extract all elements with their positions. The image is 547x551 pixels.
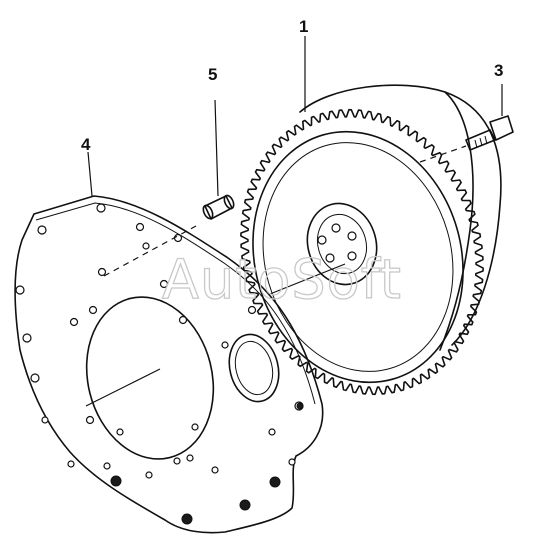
plate-hole [159, 279, 169, 289]
plate-hole [67, 460, 75, 468]
flywheel-axis-line [269, 263, 346, 295]
plate-hole [30, 373, 40, 383]
flywheel [240, 84, 502, 396]
plate-hole [15, 285, 25, 295]
bolt-alignment-line [419, 145, 467, 163]
watermark-text: AutoSoft [162, 248, 402, 311]
callout-4: 4 [81, 135, 91, 154]
ring-gear-tooth-profile [240, 108, 484, 396]
leader-dowel [214, 99, 219, 197]
bolt-thread [474, 139, 478, 149]
bore-axis-line [85, 368, 161, 407]
plate-center-bore [85, 296, 215, 460]
plate-hole [96, 203, 106, 213]
flywheel-face-outer [252, 130, 464, 384]
plate-hole [142, 242, 150, 250]
leader-plate [87, 151, 93, 197]
plate-hole [88, 305, 98, 315]
plate-stud [239, 499, 251, 511]
bolt-thread [479, 137, 483, 147]
flywheel-rim-side [439, 91, 474, 351]
plate-hole [85, 415, 95, 425]
flywheel-bolt [419, 84, 514, 163]
plate-hole [186, 454, 194, 462]
plate-hole [97, 267, 107, 277]
hub-bolt-hole [347, 231, 357, 241]
plate-hole [268, 428, 276, 436]
plate-hole [145, 471, 153, 479]
plate-stud [269, 476, 281, 488]
dowel-pin [202, 99, 235, 220]
callout-1: 1 [299, 17, 308, 36]
plate-bolt-holes [15, 203, 304, 525]
plate-hole [288, 458, 296, 466]
flywheel-face-inner [262, 142, 454, 372]
plate-hole [221, 341, 229, 349]
bolt-thread [484, 135, 488, 145]
plate-stud [110, 475, 122, 487]
dowel-head [223, 194, 235, 210]
flywheel-hub-inner [316, 213, 368, 275]
plate-hole [116, 428, 124, 436]
callout-3: 3 [494, 61, 503, 80]
plate-stud [181, 513, 193, 525]
callout-5: 5 [208, 65, 217, 84]
plate-secondary-bore-inner [234, 340, 274, 396]
plate-hole [69, 317, 79, 327]
plate-hole [22, 333, 32, 343]
plate-hole [173, 233, 183, 243]
plate-hole [191, 423, 199, 431]
adapter-plate [14, 195, 324, 534]
plate-hole [37, 225, 47, 235]
plate-thickness-edge [35, 202, 316, 405]
hub-bolt-hole [331, 223, 341, 233]
plate-outline [14, 195, 324, 534]
bolt-head [489, 115, 514, 141]
plate-secondary-bore-outer [228, 333, 280, 403]
flywheel-hub-outer [306, 202, 378, 286]
plate-hole [178, 315, 188, 325]
plate-hole [103, 462, 111, 470]
dowel-end [202, 204, 214, 220]
plate-stud [296, 402, 304, 410]
plate-hole [41, 416, 49, 424]
ring-gear-teeth [240, 108, 484, 396]
plate-hole [173, 457, 181, 465]
plate-hole [135, 222, 145, 232]
hub-bolt-hole [325, 253, 335, 263]
plate-hole [247, 305, 257, 315]
hub-bolt-hole [347, 251, 357, 261]
hub-bolt-hole [317, 235, 327, 245]
bolt-shank [465, 129, 496, 151]
plate-hole [211, 466, 219, 474]
